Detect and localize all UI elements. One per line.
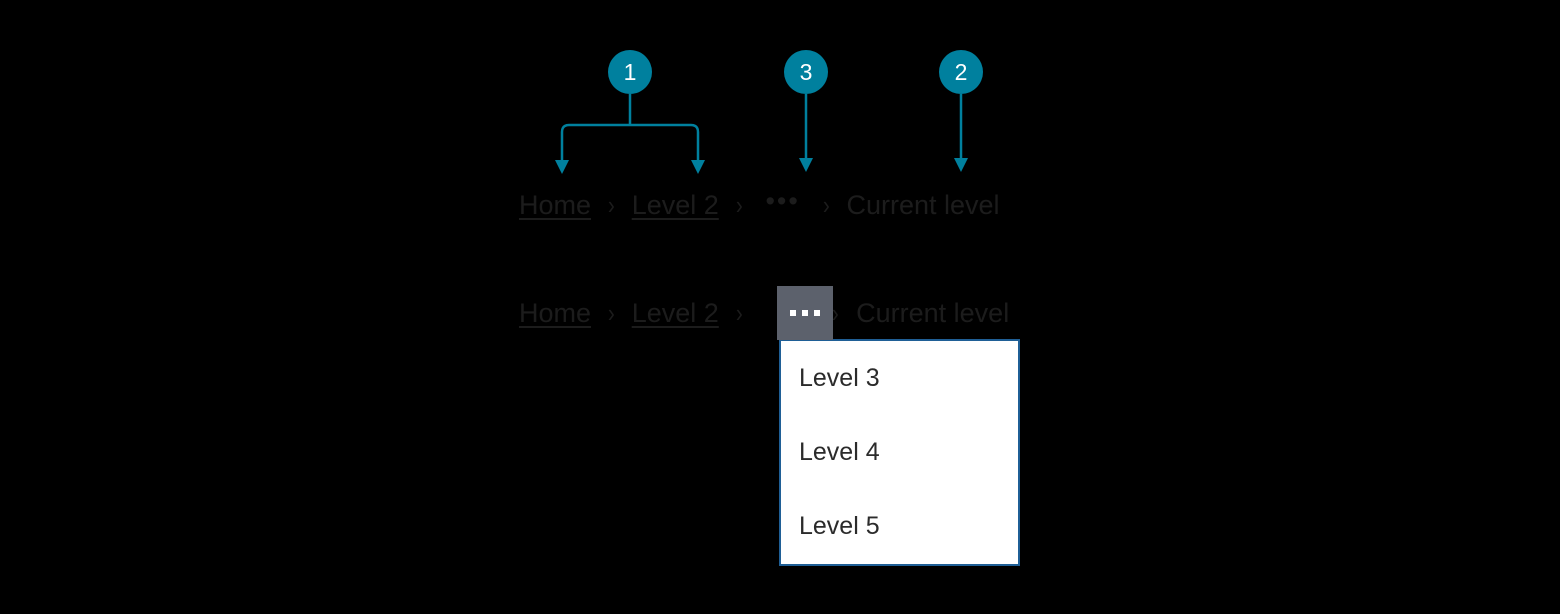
menu-item-level-3[interactable]: Level 3 bbox=[799, 363, 880, 392]
breadcrumb-overflow-menu: Level 3 Level 4 Level 5 bbox=[779, 339, 1020, 566]
breadcrumb-link-home[interactable]: Home bbox=[519, 189, 592, 220]
breadcrumb-overflow-button[interactable] bbox=[777, 286, 833, 340]
ellipsis-icon bbox=[790, 310, 820, 316]
breadcrumb-collapsed: Home › Level 2 › ••• › Current level bbox=[519, 184, 1000, 226]
breadcrumb-separator-icon: › bbox=[735, 189, 743, 220]
callout-badge-1: 1 bbox=[608, 50, 652, 94]
breadcrumb-overflow-ellipsis-icon[interactable]: ••• bbox=[765, 185, 800, 216]
callout-badge-3: 3 bbox=[784, 50, 828, 94]
breadcrumb-link-home[interactable]: Home bbox=[519, 297, 592, 328]
breadcrumb-separator-icon: › bbox=[607, 297, 615, 328]
breadcrumb-separator-icon: › bbox=[607, 189, 615, 220]
menu-item-level-5[interactable]: Level 5 bbox=[799, 511, 880, 540]
breadcrumb-current-level: Current level bbox=[846, 189, 1000, 220]
breadcrumb-separator-icon: › bbox=[832, 297, 840, 328]
breadcrumb-separator-icon: › bbox=[822, 189, 830, 220]
breadcrumb-link-level-2[interactable]: Level 2 bbox=[631, 189, 719, 220]
breadcrumb-separator-icon: › bbox=[735, 297, 743, 328]
breadcrumb-expanded: Home › Level 2 › › Current level bbox=[519, 292, 1009, 334]
menu-item-level-4[interactable]: Level 4 bbox=[799, 437, 880, 466]
breadcrumb-current-level: Current level bbox=[856, 297, 1010, 328]
callout-badge-2: 2 bbox=[939, 50, 983, 94]
breadcrumb-link-level-2[interactable]: Level 2 bbox=[631, 297, 719, 328]
